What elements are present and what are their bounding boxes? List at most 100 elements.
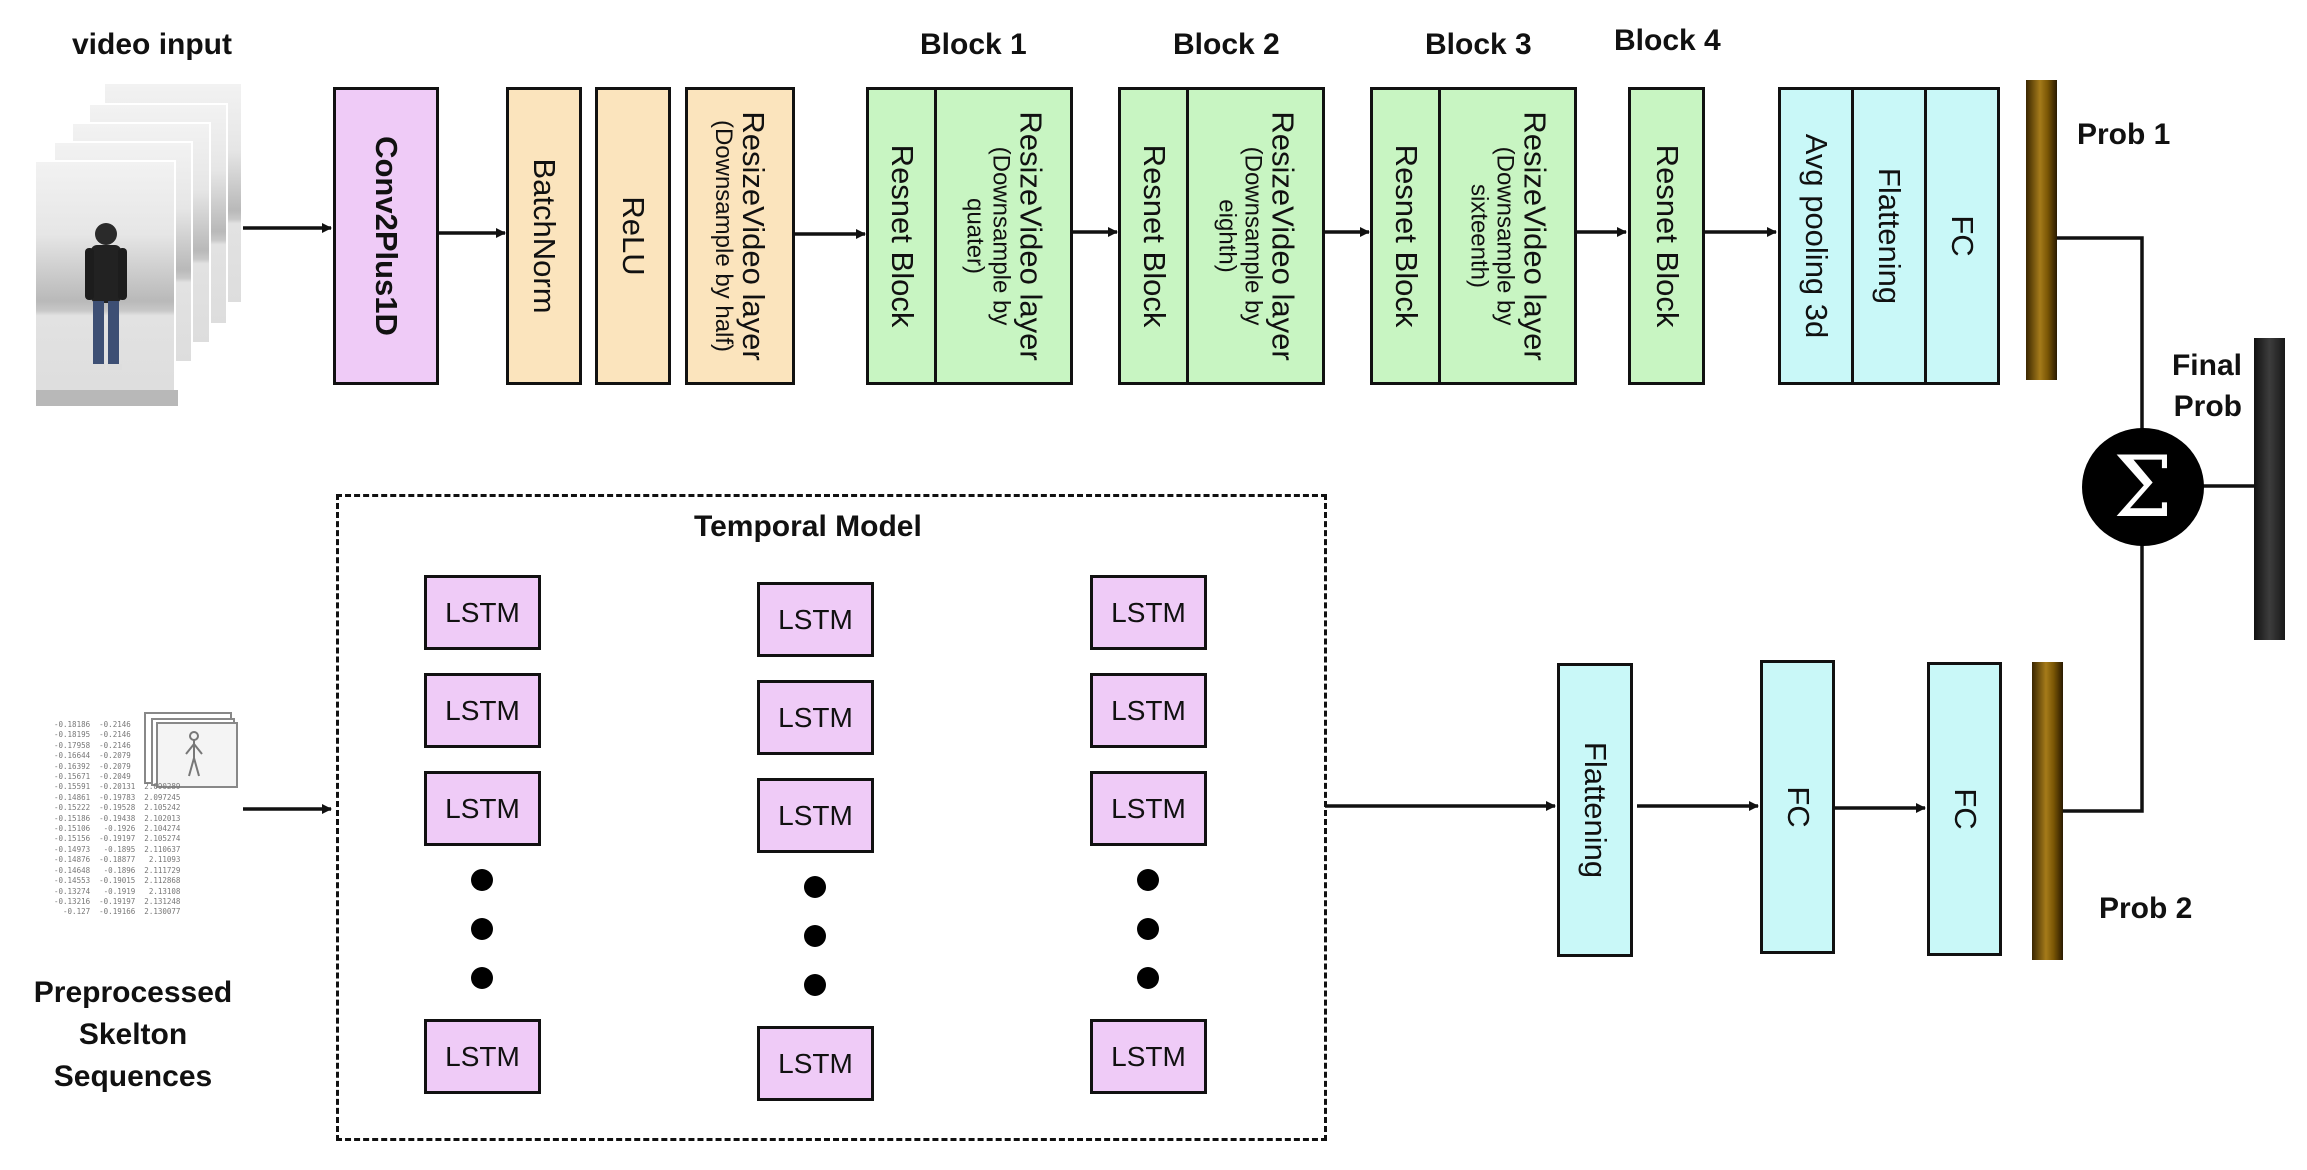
prob2-bar <box>2032 662 2063 960</box>
lstm-cell: LSTM <box>757 680 874 755</box>
avg-pooling-label: Avg pooling 3d <box>1799 133 1835 339</box>
final-prob-line1: Final <box>2171 349 2242 382</box>
lstm-cell: LSTM <box>424 771 541 846</box>
resnet-block-label: Resnet Block <box>1388 144 1424 328</box>
skeleton-number-row: -0.15671 -0.2049 <box>54 772 131 782</box>
lstm-cell: LSTM <box>757 778 874 853</box>
skeleton-line2: Skelton <box>78 1018 188 1051</box>
block3-resnet-box: Resnet Block <box>1370 87 1441 385</box>
skeleton-frame-front <box>156 722 238 788</box>
resnet-block-label: Resnet Block <box>1136 144 1172 328</box>
block3-resize-box: ResizeVideo layer (Downsample by sixteen… <box>1438 87 1577 385</box>
skeleton-numbers: -0.18186 -0.2146-0.18195 -0.2146-0.17958… <box>54 720 180 918</box>
block4-label: Block 4 <box>1614 24 1721 57</box>
block1-resize-box: ResizeVideo layer (Downsample by quater) <box>934 87 1073 385</box>
skeleton-number-row: -0.13216 -0.19197 2.131248 <box>54 896 181 906</box>
fc-top-box: FC <box>1924 87 2000 385</box>
skeleton-line3: Sequences <box>53 1060 213 1093</box>
lstm-cell: LSTM <box>1090 575 1207 650</box>
skeleton-number-row: -0.15222 -0.19528 2.105242 <box>54 803 181 813</box>
ellipsis-dot <box>1137 967 1159 989</box>
skeleton-number-row: -0.15591 -0.20131 2.090289 <box>54 782 181 792</box>
flattening-top-box: Flattening <box>1851 87 1927 385</box>
line-prob2-to-sum <box>2063 541 2144 813</box>
block3-label: Block 3 <box>1425 28 1532 61</box>
resnet-block-label: Resnet Block <box>1649 144 1685 328</box>
ellipsis-dot <box>1137 869 1159 891</box>
conv2plus1d-label: Conv2Plus1D <box>369 136 405 336</box>
downsample-label: (Downsample by <box>1238 146 1266 326</box>
skeleton-number-row: -0.18195 -0.2146 <box>54 730 131 740</box>
skeleton-number-row: -0.14861 -0.19783 2.097245 <box>54 792 181 802</box>
prob2-label: Prob 2 <box>2099 892 2193 925</box>
lstm-cell: LSTM <box>1090 1019 1207 1094</box>
block1-label: Block 1 <box>920 28 1027 61</box>
prob1-label: Prob 1 <box>2077 118 2171 151</box>
fc-label: FC <box>1947 788 1983 830</box>
skeleton-number-row: -0.16392 -0.2079 <box>54 761 131 771</box>
skeleton-line1: Preprocessed <box>33 976 233 1009</box>
ellipsis-dot <box>1137 918 1159 940</box>
downsample-eighth-label: eighth) <box>1212 199 1240 273</box>
final-prob-line2: Prob <box>2173 390 2242 423</box>
skeleton-number-row: -0.13274 -0.1919 2.13108 <box>54 886 181 896</box>
fc-bottom-box-2: FC <box>1927 662 2002 956</box>
flattening-bottom-box: Flattening <box>1557 663 1633 957</box>
flattening-label: Flattening <box>1578 741 1614 879</box>
ellipsis-dot <box>471 869 493 891</box>
avg-pooling-box: Avg pooling 3d <box>1778 87 1854 385</box>
skeleton-number-row: -0.16644 -0.2079 <box>54 751 131 761</box>
sum-node: Σ <box>2082 428 2204 546</box>
skeleton-sequences-label: Preprocessed Skelton Sequences <box>23 972 243 1098</box>
batchnorm-box: BatchNorm <box>506 87 582 385</box>
downsample-sixteenth-label: sixteenth) <box>1464 183 1492 289</box>
final-prob-label: Final Prob <box>2162 345 2242 427</box>
downsample-label: (Downsample by <box>1490 146 1518 326</box>
skeleton-figure <box>185 731 203 777</box>
lstm-cell: LSTM <box>757 582 874 657</box>
fc-bottom-box-1: FC <box>1760 660 1835 954</box>
skeleton-number-row: -0.15156 -0.19197 2.105274 <box>54 834 181 844</box>
skeleton-number-row: -0.14973 -0.1895 2.110637 <box>54 844 181 854</box>
temporal-model-box <box>336 494 1327 1141</box>
sigma-symbol: Σ <box>2113 438 2173 536</box>
resize-video-half-box: ResizeVideo layer (Downsample by half) <box>685 87 795 385</box>
ellipsis-dot <box>804 925 826 947</box>
person-figure <box>36 223 178 406</box>
skeleton-number-row: -0.15186 -0.19438 2.102013 <box>54 813 181 823</box>
downsample-quater-label: quater) <box>960 197 988 275</box>
resize-video-label: ResizeVideo layer <box>736 111 772 361</box>
block2-label: Block 2 <box>1173 28 1280 61</box>
ellipsis-dot <box>471 967 493 989</box>
resize-video-label: ResizeVideo layer <box>1264 111 1300 361</box>
line-prob1-to-sum <box>2057 236 2144 432</box>
skeleton-number-row: -0.14876 -0.18877 2.11093 <box>54 855 181 865</box>
block2-resize-box: ResizeVideo layer (Downsample by eighth) <box>1186 87 1325 385</box>
batchnorm-label: BatchNorm <box>527 158 563 314</box>
relu-label: ReLU <box>616 196 652 276</box>
skeleton-number-row: -0.127 -0.19166 2.130077 <box>54 907 181 917</box>
skeleton-number-row: -0.15106 -0.1926 2.104274 <box>54 824 181 834</box>
resize-video-label: ResizeVideo layer <box>1012 111 1048 361</box>
ellipsis-dot <box>471 918 493 940</box>
lstm-cell: LSTM <box>1090 771 1207 846</box>
ellipsis-dot <box>804 974 826 996</box>
lstm-cell: LSTM <box>424 673 541 748</box>
downsample-label: (Downsample by <box>986 146 1014 326</box>
conv2plus1d-box: Conv2Plus1D <box>333 87 439 385</box>
fc-label: FC <box>1780 786 1816 828</box>
temporal-model-label: Temporal Model <box>694 510 922 543</box>
block2-resnet-box: Resnet Block <box>1118 87 1189 385</box>
resnet-block-label: Resnet Block <box>884 144 920 328</box>
resize-video-label: ResizeVideo layer <box>1516 111 1552 361</box>
video-frame-front <box>34 160 178 406</box>
skeleton-number-row: -0.14553 -0.19015 2.112868 <box>54 876 181 886</box>
skeleton-number-row: -0.18186 -0.2146 <box>54 720 131 729</box>
video-input-label: video input <box>72 28 232 61</box>
final-prob-bar <box>2254 338 2285 640</box>
skeleton-number-row: -0.17958 -0.2146 <box>54 740 131 750</box>
lstm-cell: LSTM <box>424 575 541 650</box>
lstm-cell: LSTM <box>757 1026 874 1101</box>
ellipsis-dot <box>804 876 826 898</box>
